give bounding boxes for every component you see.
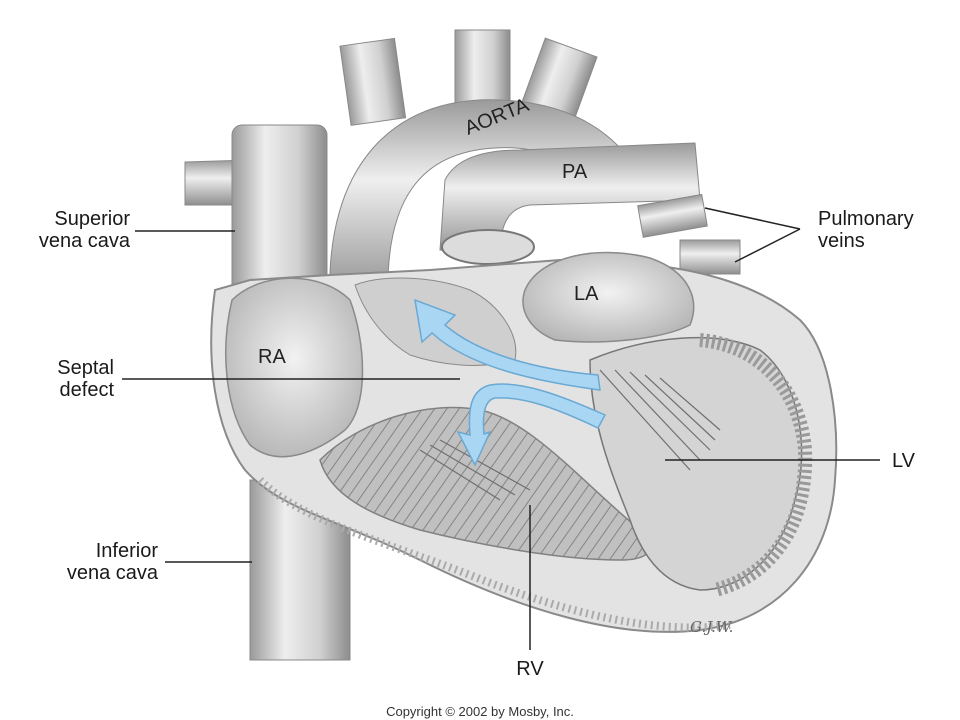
pulmonary-valve-ring — [441, 229, 535, 265]
copyright-notice: Copyright © 2002 by Mosby, Inc. — [386, 704, 574, 719]
right-atrium — [225, 277, 364, 458]
chordae-tendineae — [419, 369, 721, 501]
label-inferior-vena-cava-line1: Inferior — [95, 540, 158, 562]
label-rv: RV — [516, 658, 544, 680]
aortic-branch-1 — [339, 37, 407, 126]
label-pulmonary-veins: Pulmonary veins — [818, 208, 958, 252]
label-la: LA — [574, 283, 599, 305]
leader-lines — [122, 207, 880, 650]
pulmonary-vein-upper — [637, 193, 708, 238]
label-septal-defect-line2: defect — [59, 379, 114, 401]
label-inferior-vena-cava-line2: vena cava — [66, 562, 158, 584]
leader-pulmonary-vein-upper — [704, 207, 801, 230]
artist-signature: G.J.W. — [690, 618, 733, 636]
leader-pulmonary-vein-lower — [734, 228, 801, 263]
superior-vena-cava-vessel — [231, 124, 328, 296]
label-pulmonary-veins-line2: veins — [818, 230, 865, 252]
label-septal-defect: Septal defect — [10, 357, 114, 401]
epicardium-border — [257, 477, 731, 632]
label-pa: PA — [562, 161, 588, 183]
label-lv: LV — [892, 450, 915, 472]
label-superior-vena-cava: Superior vena cava — [2, 208, 130, 252]
shunt-arrow-lower — [456, 383, 607, 467]
label-inferior-vena-cava: Inferior vena cava — [20, 540, 158, 584]
pulmonary-vein-lower — [679, 239, 741, 275]
label-superior-vena-cava-line1: Superior — [54, 208, 130, 230]
label-septal-defect-line1: Septal — [57, 357, 114, 379]
label-pulmonary-veins-line1: Pulmonary — [818, 208, 914, 230]
label-superior-vena-cava-line2: vena cava — [38, 230, 130, 252]
left-atrium — [522, 251, 695, 343]
label-ra: RA — [258, 346, 286, 368]
shunt-arrow-upper — [414, 298, 601, 391]
left-ventricle-wall — [699, 333, 813, 597]
